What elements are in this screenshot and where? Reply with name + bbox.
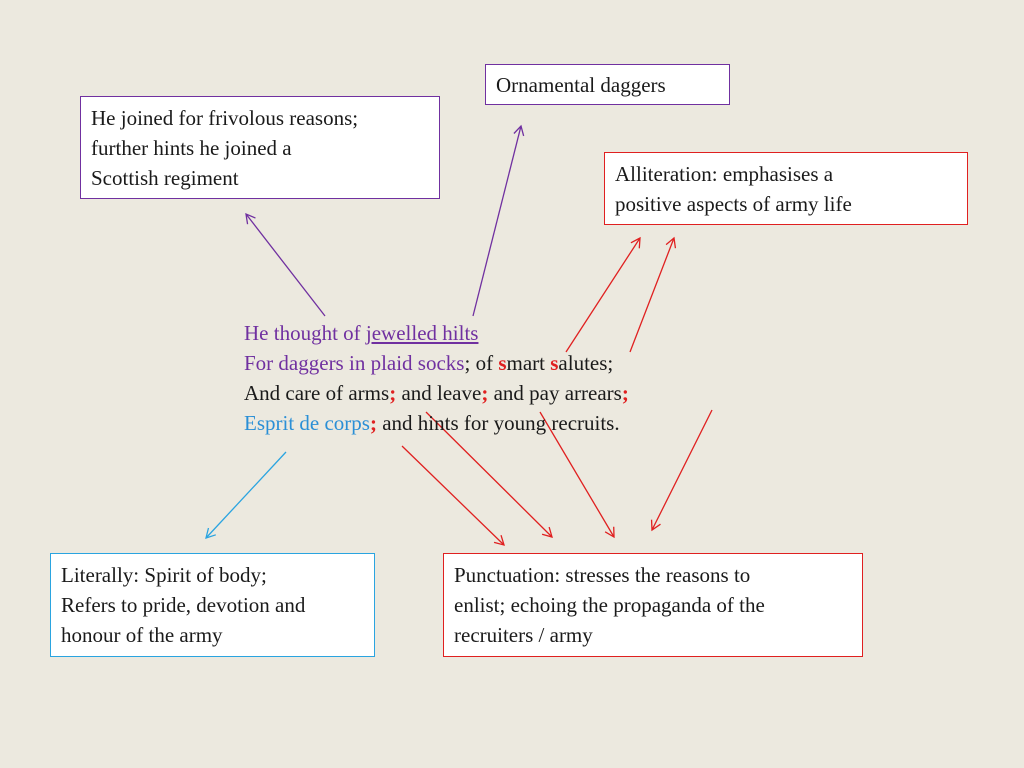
poem-extract: He thought of jewelled hilts For daggers… xyxy=(244,318,629,438)
poem-line-1: He thought of jewelled hilts xyxy=(244,318,629,348)
poem-line-3-text-b: and leave xyxy=(396,381,482,405)
poem-line-3-text-c: and pay arrears xyxy=(488,381,622,405)
alliteration-s-2: s xyxy=(550,351,559,375)
semicolon-1: ; xyxy=(389,381,397,405)
arrow-to-literally xyxy=(205,451,287,539)
semicolon-4: ; xyxy=(369,411,377,435)
arrow-to-punctuation-4 xyxy=(650,409,713,532)
punctuation-line-3: recruiters / army xyxy=(454,623,593,647)
arrow-to-punctuation-1 xyxy=(401,445,505,546)
poem-line-2-text-a: ; of xyxy=(464,351,499,375)
poem-line-3: And care of arms; and leave; and pay arr… xyxy=(244,378,629,408)
arrow-to-punctuation-3 xyxy=(539,411,615,539)
punctuation-box: Punctuation: stresses the reasons to enl… xyxy=(443,553,863,657)
semicolon-3: ; xyxy=(621,381,629,405)
frivolous-line-2: further hints he joined a xyxy=(91,136,292,160)
frivolous-reasons-box: He joined for frivolous reasons; further… xyxy=(80,96,440,199)
poem-line-4: Esprit de corps; and hints for young rec… xyxy=(244,408,629,438)
poem-line-2-text-c: alutes; xyxy=(558,351,614,375)
poem-line-3-text-a: And care of arms xyxy=(244,381,390,405)
literally-line-1: Literally: Spirit of body; xyxy=(61,563,267,587)
poem-line-2: For daggers in plaid socks; of smart sal… xyxy=(244,348,629,378)
arrow-to-ornamental xyxy=(472,124,525,317)
alliteration-line-1: Alliteration: emphasises a xyxy=(615,162,834,186)
plaid-socks-phrase: For daggers in plaid socks xyxy=(244,351,465,375)
alliteration-s-1: s xyxy=(498,351,507,375)
literally-line-3: honour of the army xyxy=(61,623,223,647)
poem-line-1-prefix: He thought of xyxy=(244,321,366,345)
poem-line-4-text: and hints for young recruits. xyxy=(376,411,620,435)
esprit-de-corps-phrase: Esprit de corps xyxy=(244,411,370,435)
literally-box: Literally: Spirit of body; Refers to pri… xyxy=(50,553,375,657)
arrow-to-frivolous xyxy=(245,212,326,317)
ornamental-daggers-box: Ornamental daggers xyxy=(485,64,730,105)
poem-line-2-text-b: mart xyxy=(506,351,551,375)
frivolous-line-3: Scottish regiment xyxy=(91,166,239,190)
arrow-to-punctuation-2 xyxy=(425,411,553,538)
semicolon-2: ; xyxy=(481,381,489,405)
punctuation-line-2: enlist; echoing the propaganda of the xyxy=(454,593,765,617)
alliteration-line-2: positive aspects of army life xyxy=(615,192,852,216)
jewelled-hilts-phrase: jewelled hilts xyxy=(365,321,479,345)
arrow-to-alliteration-2 xyxy=(629,236,677,353)
arrow-to-alliteration-1 xyxy=(565,236,641,353)
frivolous-line-1: He joined for frivolous reasons; xyxy=(91,106,359,130)
literally-line-2: Refers to pride, devotion and xyxy=(61,593,306,617)
ornamental-daggers-text: Ornamental daggers xyxy=(496,73,666,97)
alliteration-box: Alliteration: emphasises a positive aspe… xyxy=(604,152,968,225)
punctuation-line-1: Punctuation: stresses the reasons to xyxy=(454,563,751,587)
